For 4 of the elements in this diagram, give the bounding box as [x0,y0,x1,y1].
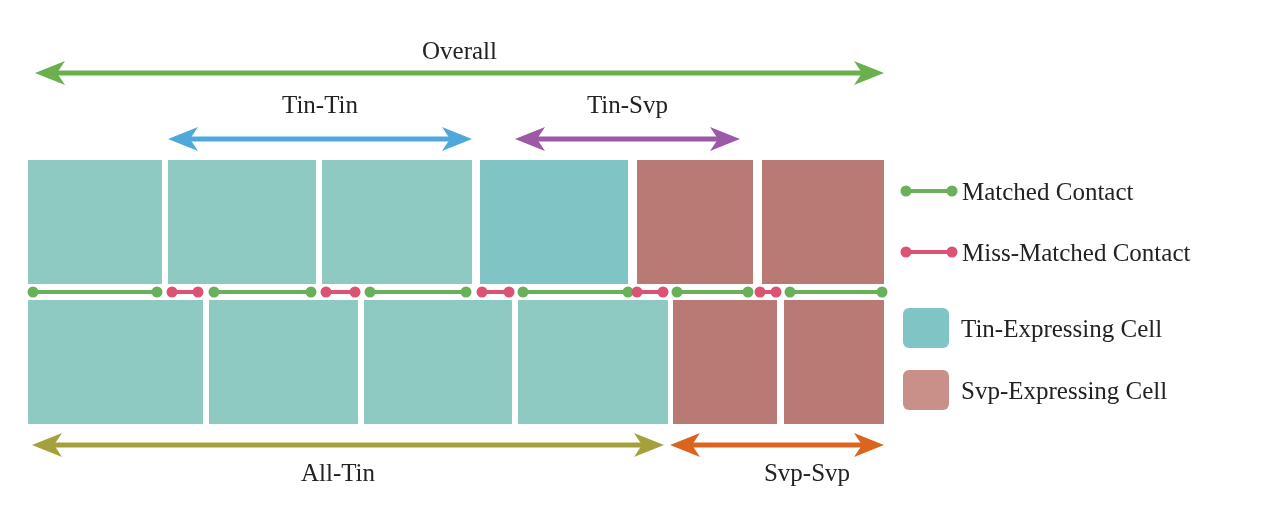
legend-label: Tin-Expressing Cell [961,315,1163,341]
legend-label: Miss-Matched Contact [962,239,1191,265]
legend-label: Svp-Expressing Cell [961,377,1168,403]
legend-label: Matched Contact [962,178,1134,204]
